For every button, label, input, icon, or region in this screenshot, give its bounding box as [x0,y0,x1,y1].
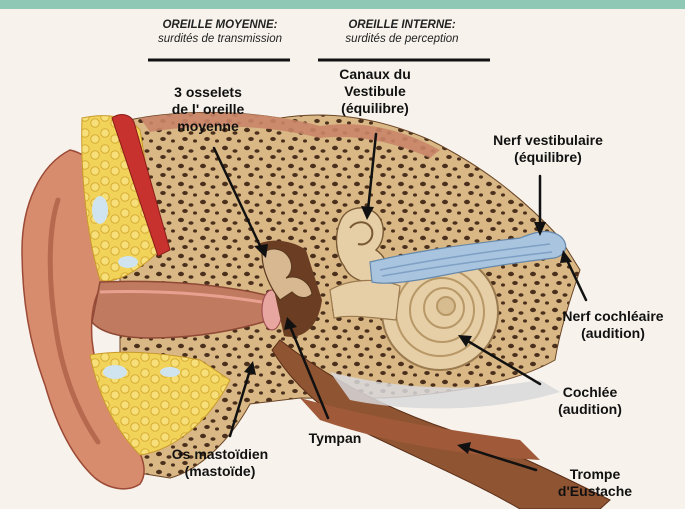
cochlea-ring [437,297,455,315]
label-os-mastoidien-line: Os mastoïdien [160,446,280,463]
label-nerf-cochleaire-line: Nerf cochléaire [548,308,678,325]
label-osselets-line: 3 osselets [148,84,268,101]
header-middle-ear: OREILLE MOYENNE: surdités de transmissio… [140,18,300,46]
label-cochlee-line: (audition) [540,401,640,418]
label-nerf-cochleaire-line: (audition) [548,325,678,342]
label-nerf-cochleaire: Nerf cochléaire (audition) [548,308,678,342]
label-cochlee: Cochlée (audition) [540,384,640,418]
label-nerf-vestibulaire-line: Nerf vestibulaire [478,132,618,149]
label-nerf-vestibulaire-line: (équilibre) [478,149,618,166]
header-middle-title: OREILLE MOYENNE: [140,18,300,32]
label-os-mastoidien-line: (mastoïde) [160,463,280,480]
label-tympan-line: Tympan [300,430,370,447]
label-os-mastoidien: Os mastoïdien (mastoïde) [160,446,280,480]
label-osselets-line: de l' oreille [148,101,268,118]
label-canaux-line: Vestibule [320,83,430,100]
fat-spot [92,196,108,224]
header-inner-ear: OREILLE INTERNE: surdités de perception [312,18,492,46]
label-nerf-vestibulaire: Nerf vestibulaire (équilibre) [478,132,618,166]
header-inner-title: OREILLE INTERNE: [312,18,492,32]
label-osselets-line: moyenne [148,118,268,135]
label-canaux-line: (équilibre) [320,100,430,117]
label-trompe-line: d'Eustache [545,483,645,500]
label-trompe: Trompe d'Eustache [545,466,645,500]
fat-spot [160,367,180,377]
header-inner-subtitle: surdités de perception [312,32,492,46]
label-tympan: Tympan [300,430,370,447]
label-cochlee-line: Cochlée [540,384,640,401]
header-middle-subtitle: surdités de transmission [140,32,300,46]
fat-spot [118,256,138,268]
label-canaux: Canaux du Vestibule (équilibre) [320,66,430,117]
fat-spot [103,365,127,379]
cochlea-base [330,280,400,320]
label-trompe-line: Trompe [545,466,645,483]
label-canaux-line: Canaux du [320,66,430,83]
label-osselets: 3 osselets de l' oreille moyenne [148,84,268,135]
top-band [0,0,685,9]
